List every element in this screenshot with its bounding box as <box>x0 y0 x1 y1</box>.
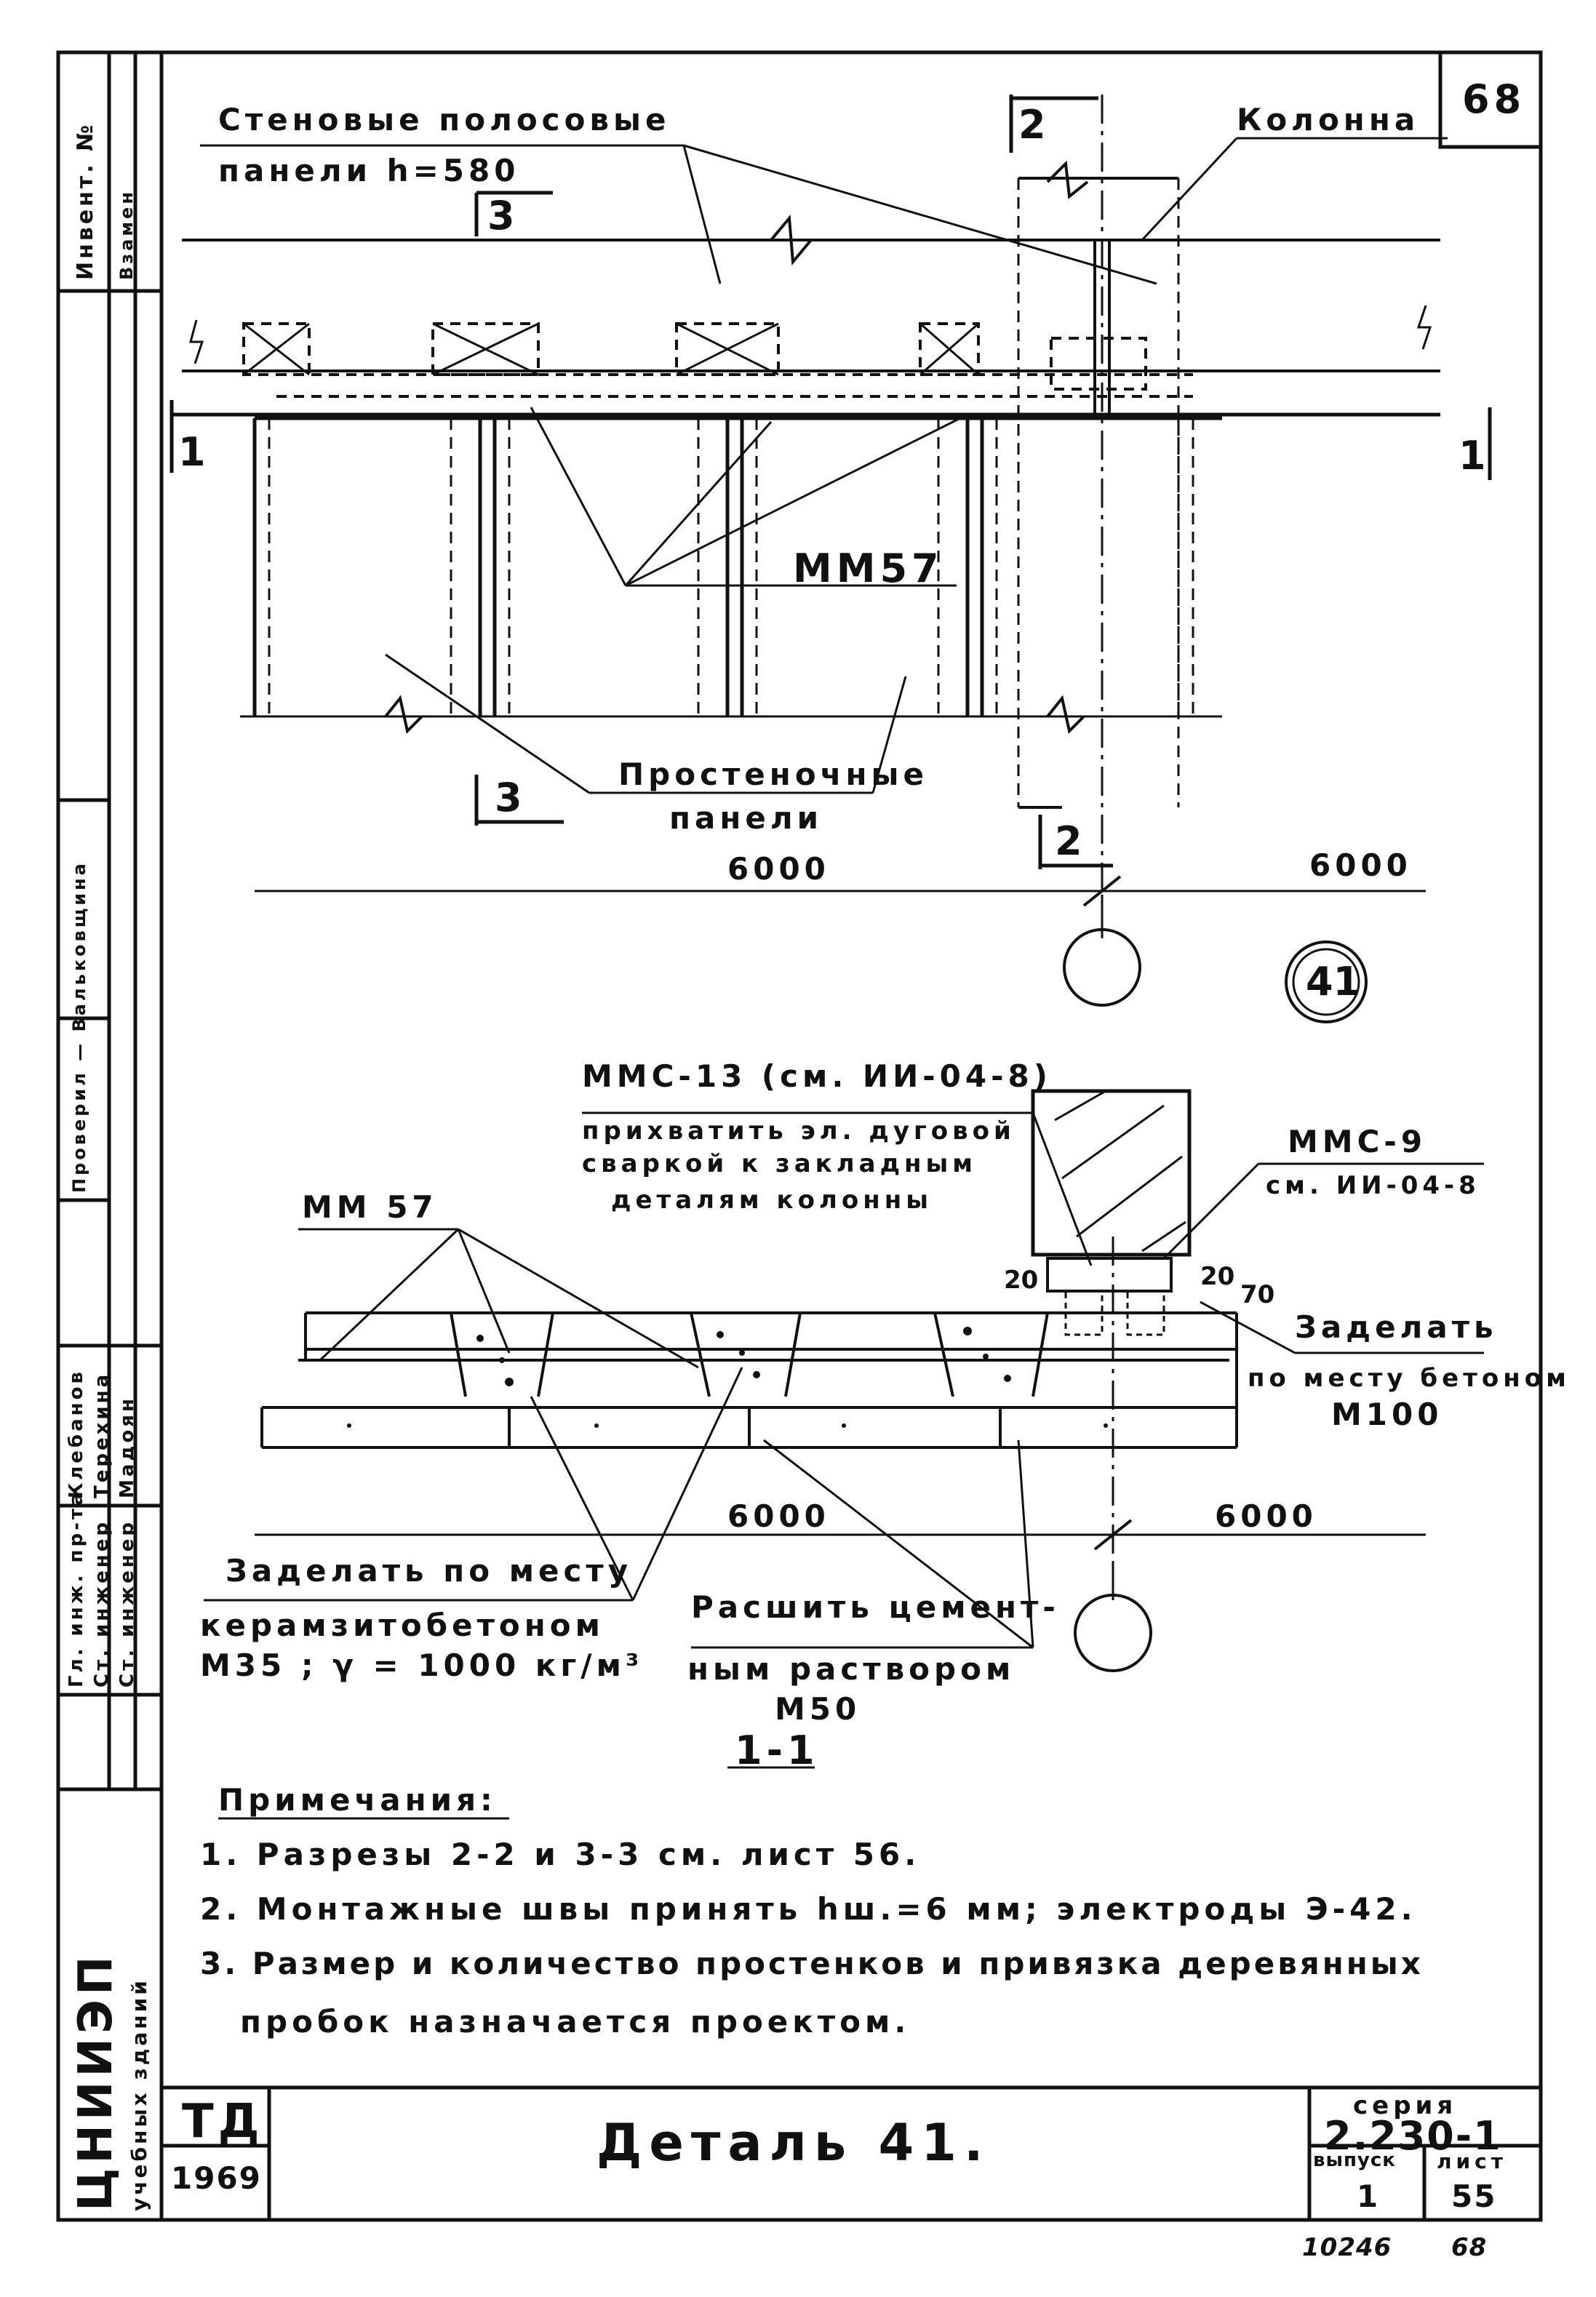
section-mark-1-left: 1 <box>178 429 210 475</box>
mortar-label-1: Расшить цемент- <box>691 1589 1060 1625</box>
section-mark-1-right: 1 <box>1459 433 1491 479</box>
wall-panels-label-1: Стеновые полосовые <box>218 102 671 137</box>
mortar-label-2: ным раствором <box>687 1651 1016 1687</box>
mmc9-label-1: ММС-9 <box>1288 1124 1427 1159</box>
plan-view <box>169 95 1492 1023</box>
dim-20-right: 20 <box>1200 1262 1235 1291</box>
org-subtitle: учебных зданий <box>127 1978 151 2211</box>
dim-20-left: 20 <box>1004 1266 1039 1295</box>
note-2: 2. Монтажные швы принять hш.=6 мм; элект… <box>200 1891 1417 1927</box>
section-view <box>204 1089 1484 1820</box>
seal-label-1: Заделать <box>1295 1309 1498 1345</box>
wall-panels-label-2: панели h=580 <box>218 153 520 188</box>
note-1: 1. Разрезы 2-2 и 3-3 см. лист 56. <box>200 1837 921 1872</box>
pier-panels-label-1: Простеночные <box>618 756 928 792</box>
section-mark-3-top: 3 <box>487 193 519 239</box>
year: 1969 <box>171 2160 262 2196</box>
seal-label-2: по месту бетоном <box>1248 1364 1571 1393</box>
archive-number: 10246 <box>1302 2233 1392 2262</box>
td-mark: ТД <box>182 2095 264 2149</box>
section-dim-right: 6000 <box>1215 1498 1317 1534</box>
keramzit-label-2: керамзитобетоном <box>200 1607 605 1643</box>
mm57-section-label: ММ 57 <box>302 1189 438 1225</box>
dim-70: 70 <box>1240 1280 1275 1309</box>
notes-title: Примечания: <box>218 1782 497 1818</box>
role-1: Гл. инж. пр-та <box>65 1490 87 1687</box>
org-name: ЦНИИЭП <box>69 1952 123 2211</box>
sheet-corner-number: 68 <box>1462 76 1526 122</box>
mortar-label-3: М50 <box>775 1691 861 1727</box>
note-3: 3. Размер и количество простенков и прив… <box>200 1946 1424 1981</box>
vzamen-label: Взамен <box>116 189 137 280</box>
crossed-approval: Проверил — Вальковщина <box>69 860 89 1193</box>
mmc13-label-4: деталям колонны <box>611 1186 933 1215</box>
section-mark-3-bottom: 3 <box>495 775 527 820</box>
section-caption: 1-1 <box>735 1727 819 1773</box>
section-mark-2-top: 2 <box>1018 102 1050 148</box>
mm57-label: ММ57 <box>793 546 943 591</box>
name-2: Терехина <box>91 1371 113 1498</box>
mmc9-label-2: см. ИИ-04-8 <box>1266 1171 1480 1200</box>
pier-panels-label-2: панели <box>669 800 823 836</box>
detail-number: 41 <box>1306 959 1361 1004</box>
vypusk-label: выпуск <box>1313 2149 1396 2171</box>
drawing-title: Деталь 41. <box>596 2113 991 2173</box>
name-1: Клебанов <box>65 1369 87 1498</box>
role-2: Ст. инженер <box>91 1519 113 1687</box>
role-3: Ст. инженер <box>116 1519 138 1687</box>
note-3-cont: пробок назначается проектом. <box>240 2004 911 2040</box>
name-3: Мадоян <box>116 1396 138 1498</box>
vypusk-value: 1 <box>1357 2178 1383 2214</box>
axis-bubble-2 <box>1074 1594 1152 1672</box>
seria-value: 2.230-1 <box>1324 2113 1502 2159</box>
archive-sheet: 68 <box>1451 2233 1488 2262</box>
column-label: Колонна <box>1237 102 1420 137</box>
seria-label: серия <box>1353 2091 1458 2120</box>
section-dim-left: 6000 <box>727 1498 830 1534</box>
section-mark-2-bottom: 2 <box>1055 818 1087 864</box>
list-value: 55 <box>1451 2178 1497 2214</box>
plan-dim-left: 6000 <box>727 851 830 887</box>
keramzit-label-3: М35 ; γ = 1000 кг/м³ <box>200 1647 644 1683</box>
keramzit-label-1: Заделать по месту <box>226 1553 633 1589</box>
mmc13-label-1: ММС-13 (см. ИИ-04-8) <box>582 1058 1052 1094</box>
seal-label-3: М100 <box>1331 1397 1443 1432</box>
mmc13-label-3: сваркой к закладным <box>582 1149 978 1178</box>
corner-number-box <box>1438 50 1543 149</box>
plan-dim-right: 6000 <box>1309 847 1412 883</box>
mmc13-label-2: прихватить эл. дуговой <box>582 1116 1016 1146</box>
axis-bubble-1 <box>1063 928 1141 1007</box>
list-label: лист <box>1437 2149 1507 2173</box>
title-block <box>159 2085 1543 2222</box>
detail-number-circle <box>1285 940 1368 1023</box>
invent-label: Инвент. № <box>73 121 98 280</box>
